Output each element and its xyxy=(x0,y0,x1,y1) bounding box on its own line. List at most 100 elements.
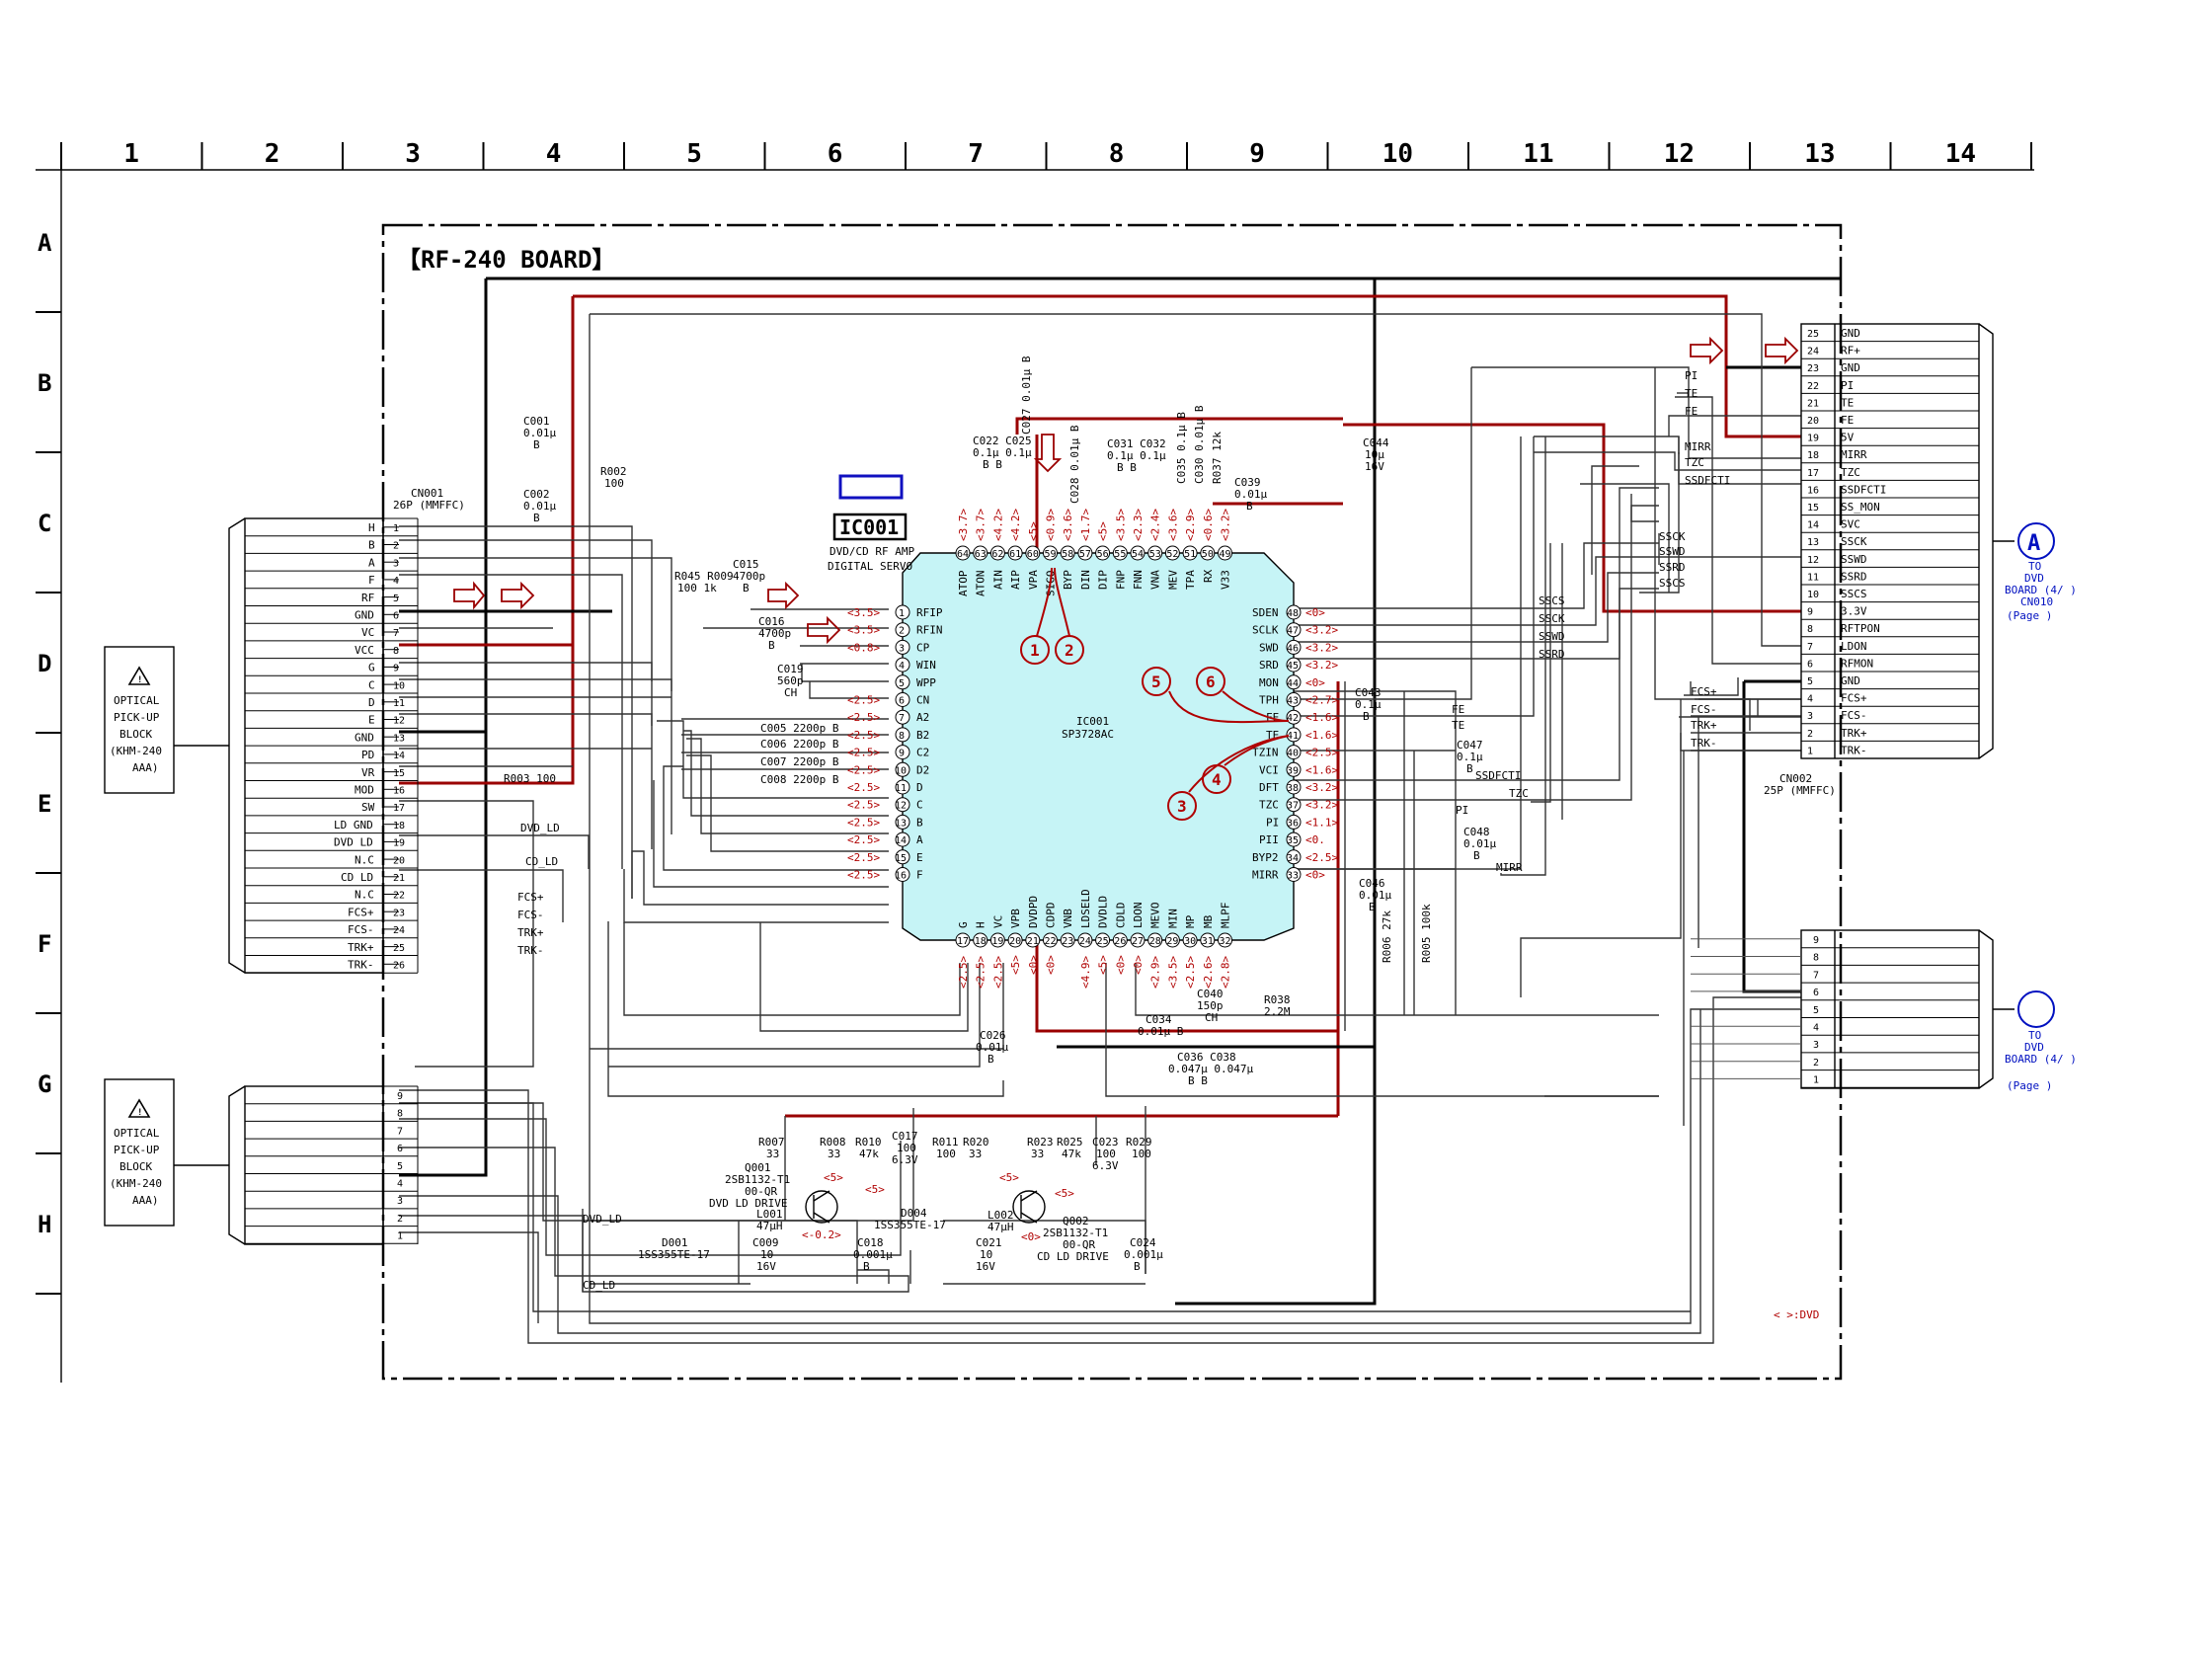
cn001-pin-name: LD GND xyxy=(334,819,373,832)
ic-pin-voltage: <2.5> xyxy=(991,956,1004,989)
ic-pin-voltage: <5> xyxy=(1097,521,1110,541)
cn-right-lower-pin-num: 7 xyxy=(1813,970,1819,981)
svg-text:C034: C034 xyxy=(1146,1013,1172,1026)
ic-pin-num: 34 xyxy=(1287,853,1299,864)
ic-center-part: SP3728AC xyxy=(1062,728,1114,741)
wave-marker-5 xyxy=(1142,667,1171,696)
svg-text:Q001: Q001 xyxy=(745,1161,771,1174)
svg-text:R006 27k: R006 27k xyxy=(1381,911,1393,963)
ic-pin-name: CN xyxy=(916,694,929,707)
cn001-pin-name: N.C xyxy=(355,853,374,866)
transistor-q002 xyxy=(1012,1190,1046,1224)
ic-pin-voltage: <4.2> xyxy=(991,509,1004,541)
svg-text:C048: C048 xyxy=(1463,826,1490,838)
svg-text:(KHM-240: (KHM-240 xyxy=(110,1177,162,1190)
cn001-pin-name: VR xyxy=(361,766,375,779)
ic-pin-voltage: <2.5> xyxy=(847,833,880,846)
svg-text:SSCK: SSCK xyxy=(1659,530,1686,543)
ic-pin-num: 11 xyxy=(895,783,907,794)
ic-pin-voltage: <2.5> xyxy=(847,816,880,829)
ic-pin-name: BYP xyxy=(1062,570,1074,590)
svg-text:33: 33 xyxy=(766,1148,779,1160)
cn001-pin-name: SW xyxy=(361,801,375,814)
ic-pin-num: 58 xyxy=(1062,549,1073,560)
cn002-pin-name: MIRR xyxy=(1841,448,1867,461)
svg-text:100: 100 xyxy=(1096,1148,1116,1160)
grid-row-F: F xyxy=(38,930,51,958)
cn-right-lower-pin-num: 3 xyxy=(1813,1040,1819,1051)
ic-pin-num: 47 xyxy=(1287,626,1299,637)
ic-pin-num: 61 xyxy=(1009,549,1021,560)
svg-text:CD_LD: CD_LD xyxy=(583,1279,615,1292)
cn001-pin-name: TRK- xyxy=(348,959,374,972)
cn-lower-pin-num: 1 xyxy=(397,1231,403,1242)
svg-text:BLOCK: BLOCK xyxy=(119,728,152,741)
ic-pin-name: TPH xyxy=(1259,694,1279,707)
cn002-pin-num: 17 xyxy=(1807,468,1819,479)
svg-text:100: 100 xyxy=(604,477,624,490)
cn-lower-pin-num: 4 xyxy=(397,1179,403,1190)
grid-row-H: H xyxy=(38,1211,51,1238)
ic-pin-name: MB xyxy=(1202,914,1215,928)
ic-pin-name: A2 xyxy=(916,711,929,724)
svg-text:C035 0.1µ B: C035 0.1µ B xyxy=(1175,412,1188,484)
cn-lower-pin-num: 2 xyxy=(397,1214,403,1225)
ic-pin-voltage: <1.6> xyxy=(1305,763,1338,776)
cn002-pin-name: RFMON xyxy=(1841,657,1873,670)
ic-pin-name: TZIN xyxy=(1252,747,1279,759)
svg-text:TE: TE xyxy=(1452,719,1464,732)
ic-pin-name: MLPF xyxy=(1220,903,1232,929)
ic001: IC001 DVD/CD RF AMP DIGITAL SERVO IC001 … xyxy=(828,474,1338,989)
svg-text:OPTICAL: OPTICAL xyxy=(114,1127,160,1140)
ic-pin-num: 53 xyxy=(1149,549,1161,560)
warning-icon xyxy=(127,1098,151,1118)
svg-text:6: 6 xyxy=(1206,673,1216,691)
svg-text:Q002: Q002 xyxy=(1063,1215,1089,1227)
svg-text:47k: 47k xyxy=(1062,1148,1081,1160)
svg-text:C040: C040 xyxy=(1197,988,1224,1000)
cn001-pin-name: CD LD xyxy=(341,871,373,884)
ic-pin-num: 41 xyxy=(1287,731,1299,742)
ic-pin-voltage: <2.5> xyxy=(847,694,880,707)
ic-pin-voltage: <2.5> xyxy=(1305,747,1338,759)
svg-text:TO: TO xyxy=(2028,560,2041,573)
svg-text:<-0.2>: <-0.2> xyxy=(802,1228,841,1241)
cn002-pin-name: SSCS xyxy=(1841,588,1867,600)
cn001-pin-num: 26 xyxy=(393,961,405,972)
ic-pin-voltage: <3.2> xyxy=(1305,641,1338,654)
svg-text:C030 0.01µ B: C030 0.01µ B xyxy=(1193,405,1206,484)
grid-frame xyxy=(36,142,2034,1383)
ic-pin-voltage: <4.2> xyxy=(1009,509,1022,541)
cn002-pin-name: TE xyxy=(1841,396,1854,409)
ic-pin-voltage: <0> xyxy=(1045,955,1058,975)
cn002-pin-name: FE xyxy=(1841,414,1854,427)
svg-text:16V: 16V xyxy=(1365,460,1384,473)
ic-pin-name: TPA xyxy=(1184,570,1197,590)
svg-text:560p: 560p xyxy=(777,674,804,687)
ic-pin-num: 13 xyxy=(895,818,907,829)
svg-text:D004: D004 xyxy=(901,1207,927,1220)
pickup-block-2: ! OPTICAL PICK-UP BLOCK (KHM-240 AAA) xyxy=(104,1078,229,1227)
cn001-pin-num: 6 xyxy=(393,611,399,622)
cn002-pin-name: SSCK xyxy=(1841,535,1867,548)
cn-lower-pin-num: 6 xyxy=(397,1144,403,1154)
ic-pin-name: VPA xyxy=(1027,570,1040,590)
ic-pin-num: 24 xyxy=(1079,936,1091,947)
ic-pin-name: MEVO xyxy=(1149,903,1162,929)
svg-text:C031 C032: C031 C032 xyxy=(1107,437,1166,450)
cn001-pin-num: 4 xyxy=(393,576,399,587)
ic-pin-name: VPB xyxy=(1009,909,1022,928)
ic-pin-num: 1 xyxy=(899,608,905,619)
ic-marker-box xyxy=(838,474,904,500)
ic-pin-voltage: <3.2> xyxy=(1220,509,1232,541)
ic-pin-num: 64 xyxy=(957,549,969,560)
svg-text:<5>: <5> xyxy=(865,1183,885,1196)
svg-text:AAA): AAA) xyxy=(132,761,159,774)
ic-top-pins: 64ATOP<3.7>63ATON<3.7>62AIN<4.2>61AIP<4.… xyxy=(955,509,1232,596)
cn001-pin-name: C xyxy=(368,678,375,691)
ic-pin-voltage: <2.9> xyxy=(1184,509,1197,541)
ic-pin-name: DVDPD xyxy=(1027,896,1040,928)
grid-col-1: 1 xyxy=(123,139,139,169)
svg-text:FCS+: FCS+ xyxy=(1691,685,1717,698)
